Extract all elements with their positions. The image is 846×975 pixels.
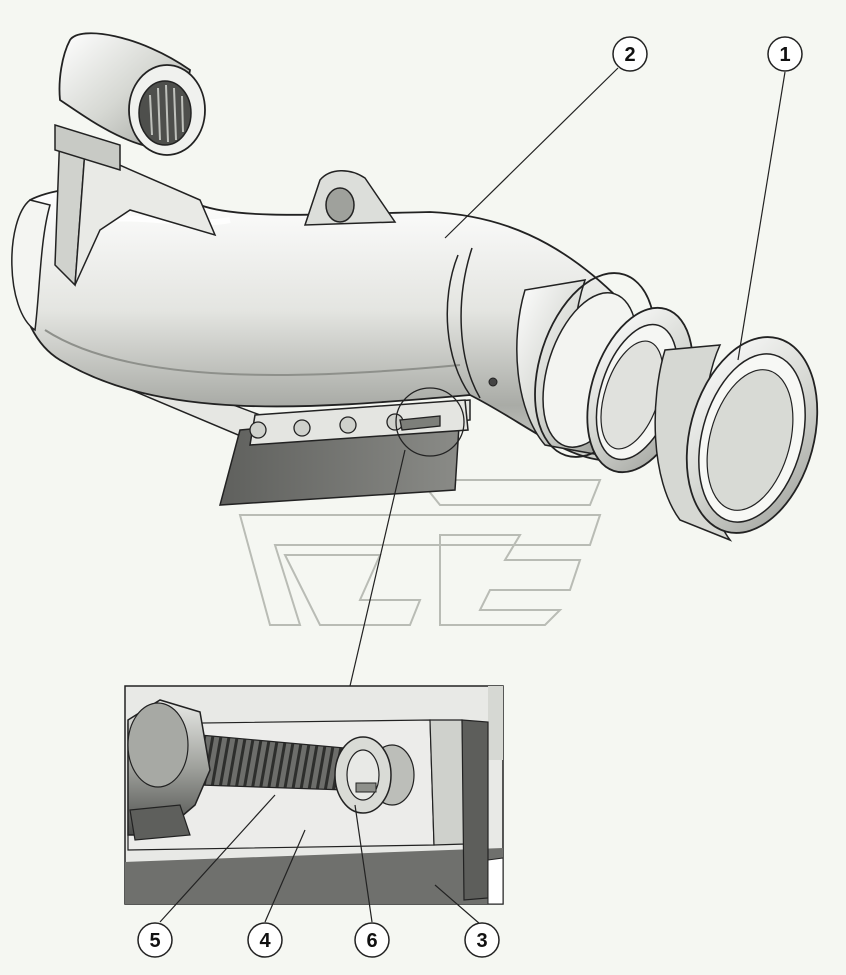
watermark-logo xyxy=(238,479,602,626)
svg-text:6: 6 xyxy=(366,930,377,952)
callout-2: 2 xyxy=(612,36,648,72)
svg-text:2: 2 xyxy=(624,44,635,66)
top-lug xyxy=(303,170,397,226)
callout-5: 5 xyxy=(137,922,173,958)
svg-text:3: 3 xyxy=(476,930,487,952)
callout-3: 3 xyxy=(464,922,500,958)
callout-4: 4 xyxy=(247,922,283,958)
bearing-bracket xyxy=(54,32,217,287)
svg-text:4: 4 xyxy=(259,930,271,952)
callout-1: 1 xyxy=(767,36,803,72)
callout-leaders xyxy=(159,67,786,925)
detail-inset xyxy=(124,685,504,905)
housing-tube xyxy=(16,186,621,462)
bushing-ring xyxy=(654,336,819,542)
mounting-plate xyxy=(219,399,469,506)
left-end-cap xyxy=(11,199,51,332)
callout-6: 6 xyxy=(354,922,390,958)
svg-text:1: 1 xyxy=(779,44,790,66)
bolt-row xyxy=(249,413,441,439)
svg-text:5: 5 xyxy=(149,930,160,952)
detail-circle xyxy=(395,387,465,457)
detail-leader xyxy=(349,449,406,687)
